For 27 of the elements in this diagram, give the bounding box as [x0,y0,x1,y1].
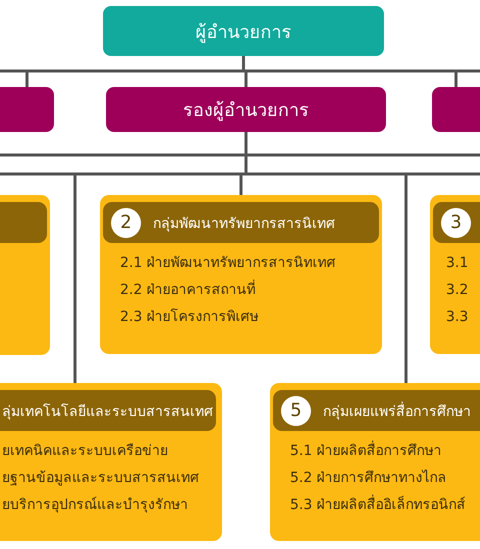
group-number: 5 [281,396,311,426]
position-box [0,87,54,132]
unit-item: ยเทคนิคและระบบเครือข่าย [2,442,169,461]
unit-item: 2.2 ฝ่ายอาคารสถานที่ [120,280,336,301]
group-card [270,383,480,541]
unit-item: 3.1 [446,254,468,273]
position-title: ผู้อำนวยการ [196,20,292,45]
group-card [100,195,382,354]
group-number: 3 [441,208,471,238]
connector-line [244,132,408,383]
group-title: กลุ่มเผยแพร่สื่อการศึกษา [323,400,471,422]
unit-item: 5.1 ฝ่ายผลิตสื่อการศึกษา [290,441,466,462]
unit-item: 3.2 [446,281,468,300]
position-box [106,87,386,132]
group-title: ลุ่มเทคโนโลยีและระบบสารสนเทศ [2,402,213,422]
position-box [103,6,384,56]
group-title: กลุ่มพัฒนาทรัพยากรสารนิเทศ [153,214,335,234]
unit-item: 5.3 ฝ่ายผลิตสื่ออิเล็กทรอนิกส์ [290,495,466,516]
unit-item: 2.1 ฝ่ายพัฒนาทรัพยากรสารนิทเทศ [120,254,336,273]
group-card [0,383,222,541]
position-title: รองผู้อำนวยการ [183,99,309,123]
group-number: 2 [111,208,141,238]
unit-item: ยฐานข้อมูลและระบบสารสนเทศ [2,469,199,488]
unit-item: 3.3 [446,308,468,327]
unit-item: 2.3 ฝ่ายโครงการพิเศษ [120,308,260,327]
unit-item: 5.2 ฝ่ายการศึกษาทางไกล [290,468,448,488]
unit-item: ยบริการอุปกรณ์และบำรุงรักษา [2,496,189,515]
